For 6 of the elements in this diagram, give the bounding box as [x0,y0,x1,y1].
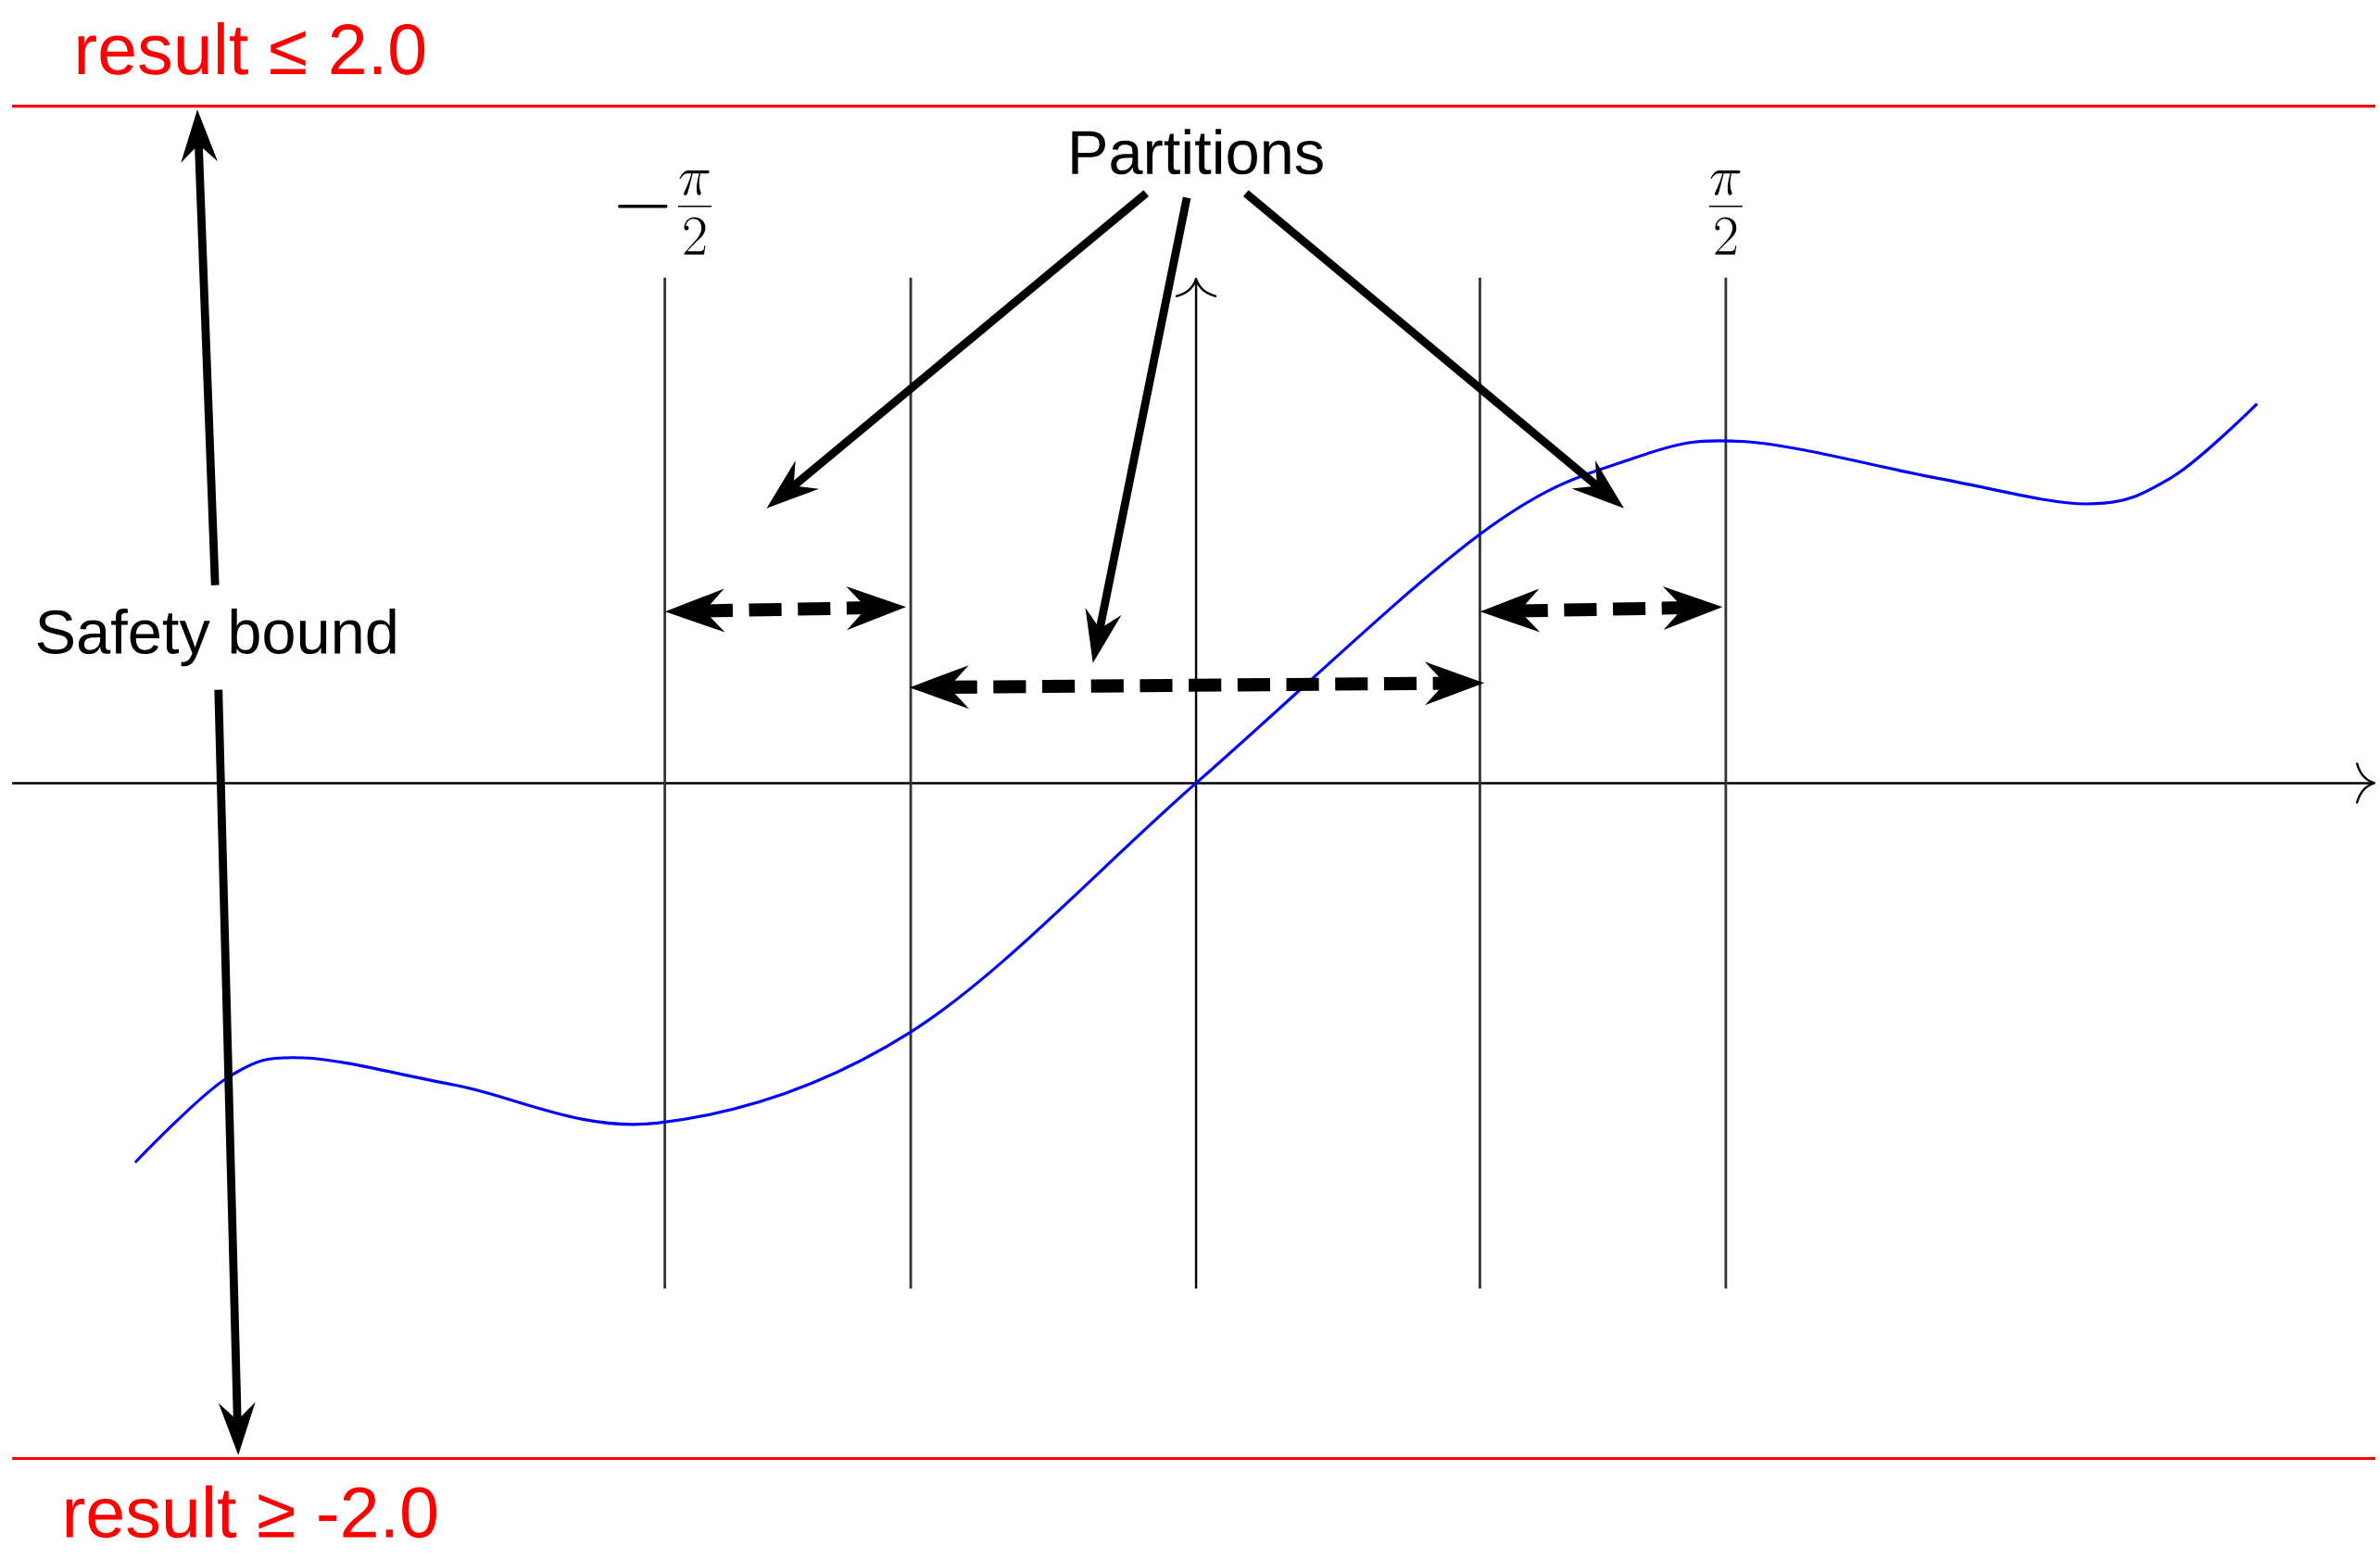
bound-label: result ≥ -2.0 [12,1457,2376,1548]
text-label: Partitions [1057,119,1335,185]
axis-tick-label: $-\frac{\pi}{2}$ [618,170,711,255]
bound-label: result ≤ 2.0 [12,12,2376,108]
text-label: Safety bound [25,598,409,676]
axis-tick-label: $\frac{\pi}{2}$ [1708,170,1743,255]
